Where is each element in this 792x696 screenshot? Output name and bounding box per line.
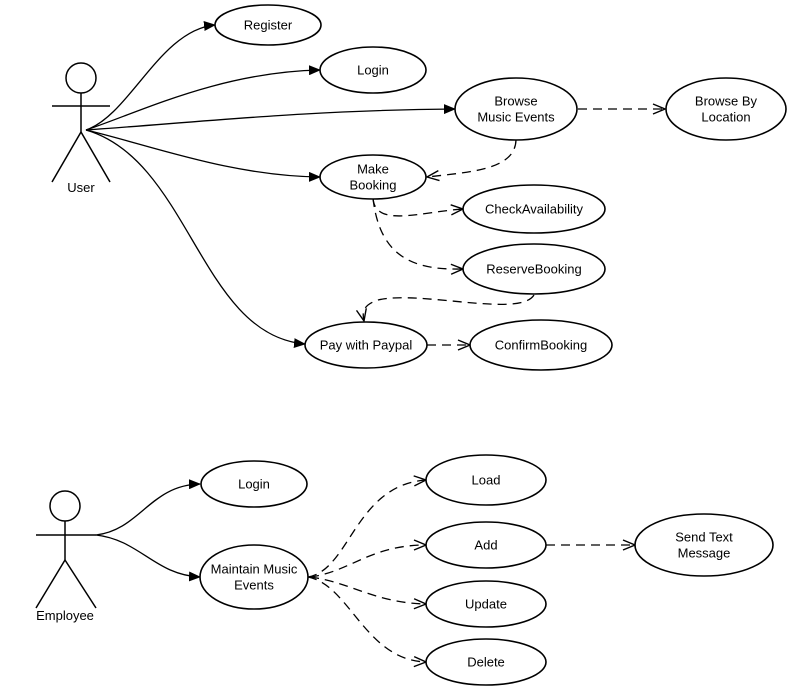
use-case-browse-label: Music Events [477,110,555,125]
user-to-login-line [85,65,321,131]
use-case-browse-location-label: Browse By [695,94,758,109]
use-case-load-ellipse [425,454,547,506]
actor-user: User [51,62,111,195]
use-case-register: Register [214,4,322,46]
use-case-maintain-label: Events [234,578,274,593]
use-case-add-ellipse [425,521,547,569]
use-case-login-employee: Login [200,460,308,508]
use-case-login-user: Login [319,46,427,94]
user-to-pay-paypal-line [85,129,306,349]
use-case-confirm-booking: ConfirmBooking [469,319,613,371]
maintain-to-add-dash [309,545,426,578]
use-case-update: Update [425,580,547,628]
actor-user-label: User [67,180,95,195]
use-case-load: Load [425,454,547,506]
use-case-send-text-label: Send Text [675,530,733,545]
user-to-register-line [85,21,216,131]
use-case-reserve-booking-ellipse [462,243,606,295]
use-case-send-text-ellipse [634,513,774,577]
use-case-make-booking-ellipse [319,154,427,200]
browse-to-make-booking-dash [427,139,517,177]
use-case-send-text-label: Message [678,546,731,561]
use-case-login-user-ellipse [319,46,427,94]
use-case-make-booking-label: Booking [350,178,397,193]
use-case-login-employee-label: Login [238,477,270,492]
user-to-make-booking-line [85,129,321,182]
use-case-maintain-ellipse [199,544,309,610]
use-case-register-ellipse [214,4,322,46]
employee-to-login-line [95,479,201,536]
maintain-to-load-dash [307,480,426,578]
use-case-reserve-booking-label: ReserveBooking [486,262,581,277]
use-case-browse-ellipse [454,77,578,141]
use-case-pay-paypal: Pay with Paypal [304,321,428,369]
use-case-delete-ellipse [425,638,547,686]
maintain-to-update-dash [309,576,426,604]
use-case-pay-paypal-label: Pay with Paypal [320,338,413,353]
make-booking-to-check-availability-dash [372,197,463,217]
use-case-add: Add [425,521,547,569]
connectors [85,21,665,662]
use-case-pay-paypal-ellipse [304,321,428,369]
use-case-register-label: Register [244,18,293,33]
use-case-reserve-booking: ReserveBooking [462,243,606,295]
use-case-update-label: Update [465,597,507,612]
user-to-browse-line [85,104,456,131]
use-case-delete-label: Delete [467,655,505,670]
reserve-booking-to-pay-paypal-dash [363,294,535,321]
use-case-delete: Delete [425,638,547,686]
use-case-browse-label: Browse [494,94,537,109]
use-case-update-ellipse [425,580,547,628]
make-booking-to-reserve-booking-dash [372,197,463,269]
use-case-make-booking-label: Make [357,162,389,177]
use-case-load-label: Load [472,473,501,488]
use-case-confirm-booking-label: ConfirmBooking [495,338,588,353]
use-case-check-availability-ellipse [462,184,606,234]
employee-to-maintain-line [95,534,201,582]
use-case-confirm-booking-ellipse [469,319,613,371]
use-case-maintain-label: Maintain Music [211,562,298,577]
use-case-check-availability-label: CheckAvailability [485,202,584,217]
actor-employee: Employee [35,490,97,623]
use-case-add-label: Add [474,538,497,553]
use-case-check-availability: CheckAvailability [462,184,606,234]
use-case-browse-location-label: Location [701,110,750,125]
use-case-login-user-label: Login [357,63,389,78]
actor-employee-label: Employee [36,608,94,623]
use-case-browse-location-ellipse [665,77,787,141]
use-case-login-employee-ellipse [200,460,308,508]
maintain-to-delete-dash [307,576,426,662]
